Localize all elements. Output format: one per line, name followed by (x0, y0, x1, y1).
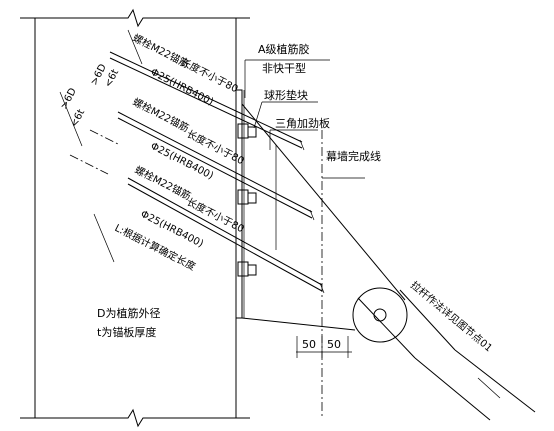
note-d: D为植筋外径 (97, 306, 160, 320)
glue-label: A级植筋胶 (258, 42, 310, 56)
dim-6t-2: <6t (69, 108, 87, 130)
dim-6d-2: >6D (59, 86, 79, 111)
glue-note: 非快干型 (262, 61, 306, 75)
stiffener-label: 三角加劲板 (275, 116, 330, 130)
length-label-3: 长度不小于80 (185, 195, 247, 235)
leader-lines (59, 29, 365, 263)
note-t: t为锚板厚度 (97, 325, 156, 339)
dim-50-right: 50 (327, 338, 341, 351)
curtain-wall-line-label: 幕墙完成线 (326, 149, 381, 163)
dimension-50-50: 50 50 (296, 336, 352, 358)
triangular-stiffener (241, 103, 406, 331)
tie-rod-lug (352, 287, 536, 421)
bolt-nuts (237, 123, 257, 277)
dim-50-left: 50 (302, 338, 316, 351)
bolt-label-3: 螺栓M22锚筋 (133, 163, 194, 202)
concrete-column (20, 8, 250, 428)
anchor-bars (109, 51, 325, 294)
cable-note: 拉杆作法详见图节点01 (408, 278, 495, 354)
bolt-label-2: 螺栓M22锚筋 (131, 95, 192, 134)
spherical-pad-label: 球形垫块 (264, 88, 308, 102)
